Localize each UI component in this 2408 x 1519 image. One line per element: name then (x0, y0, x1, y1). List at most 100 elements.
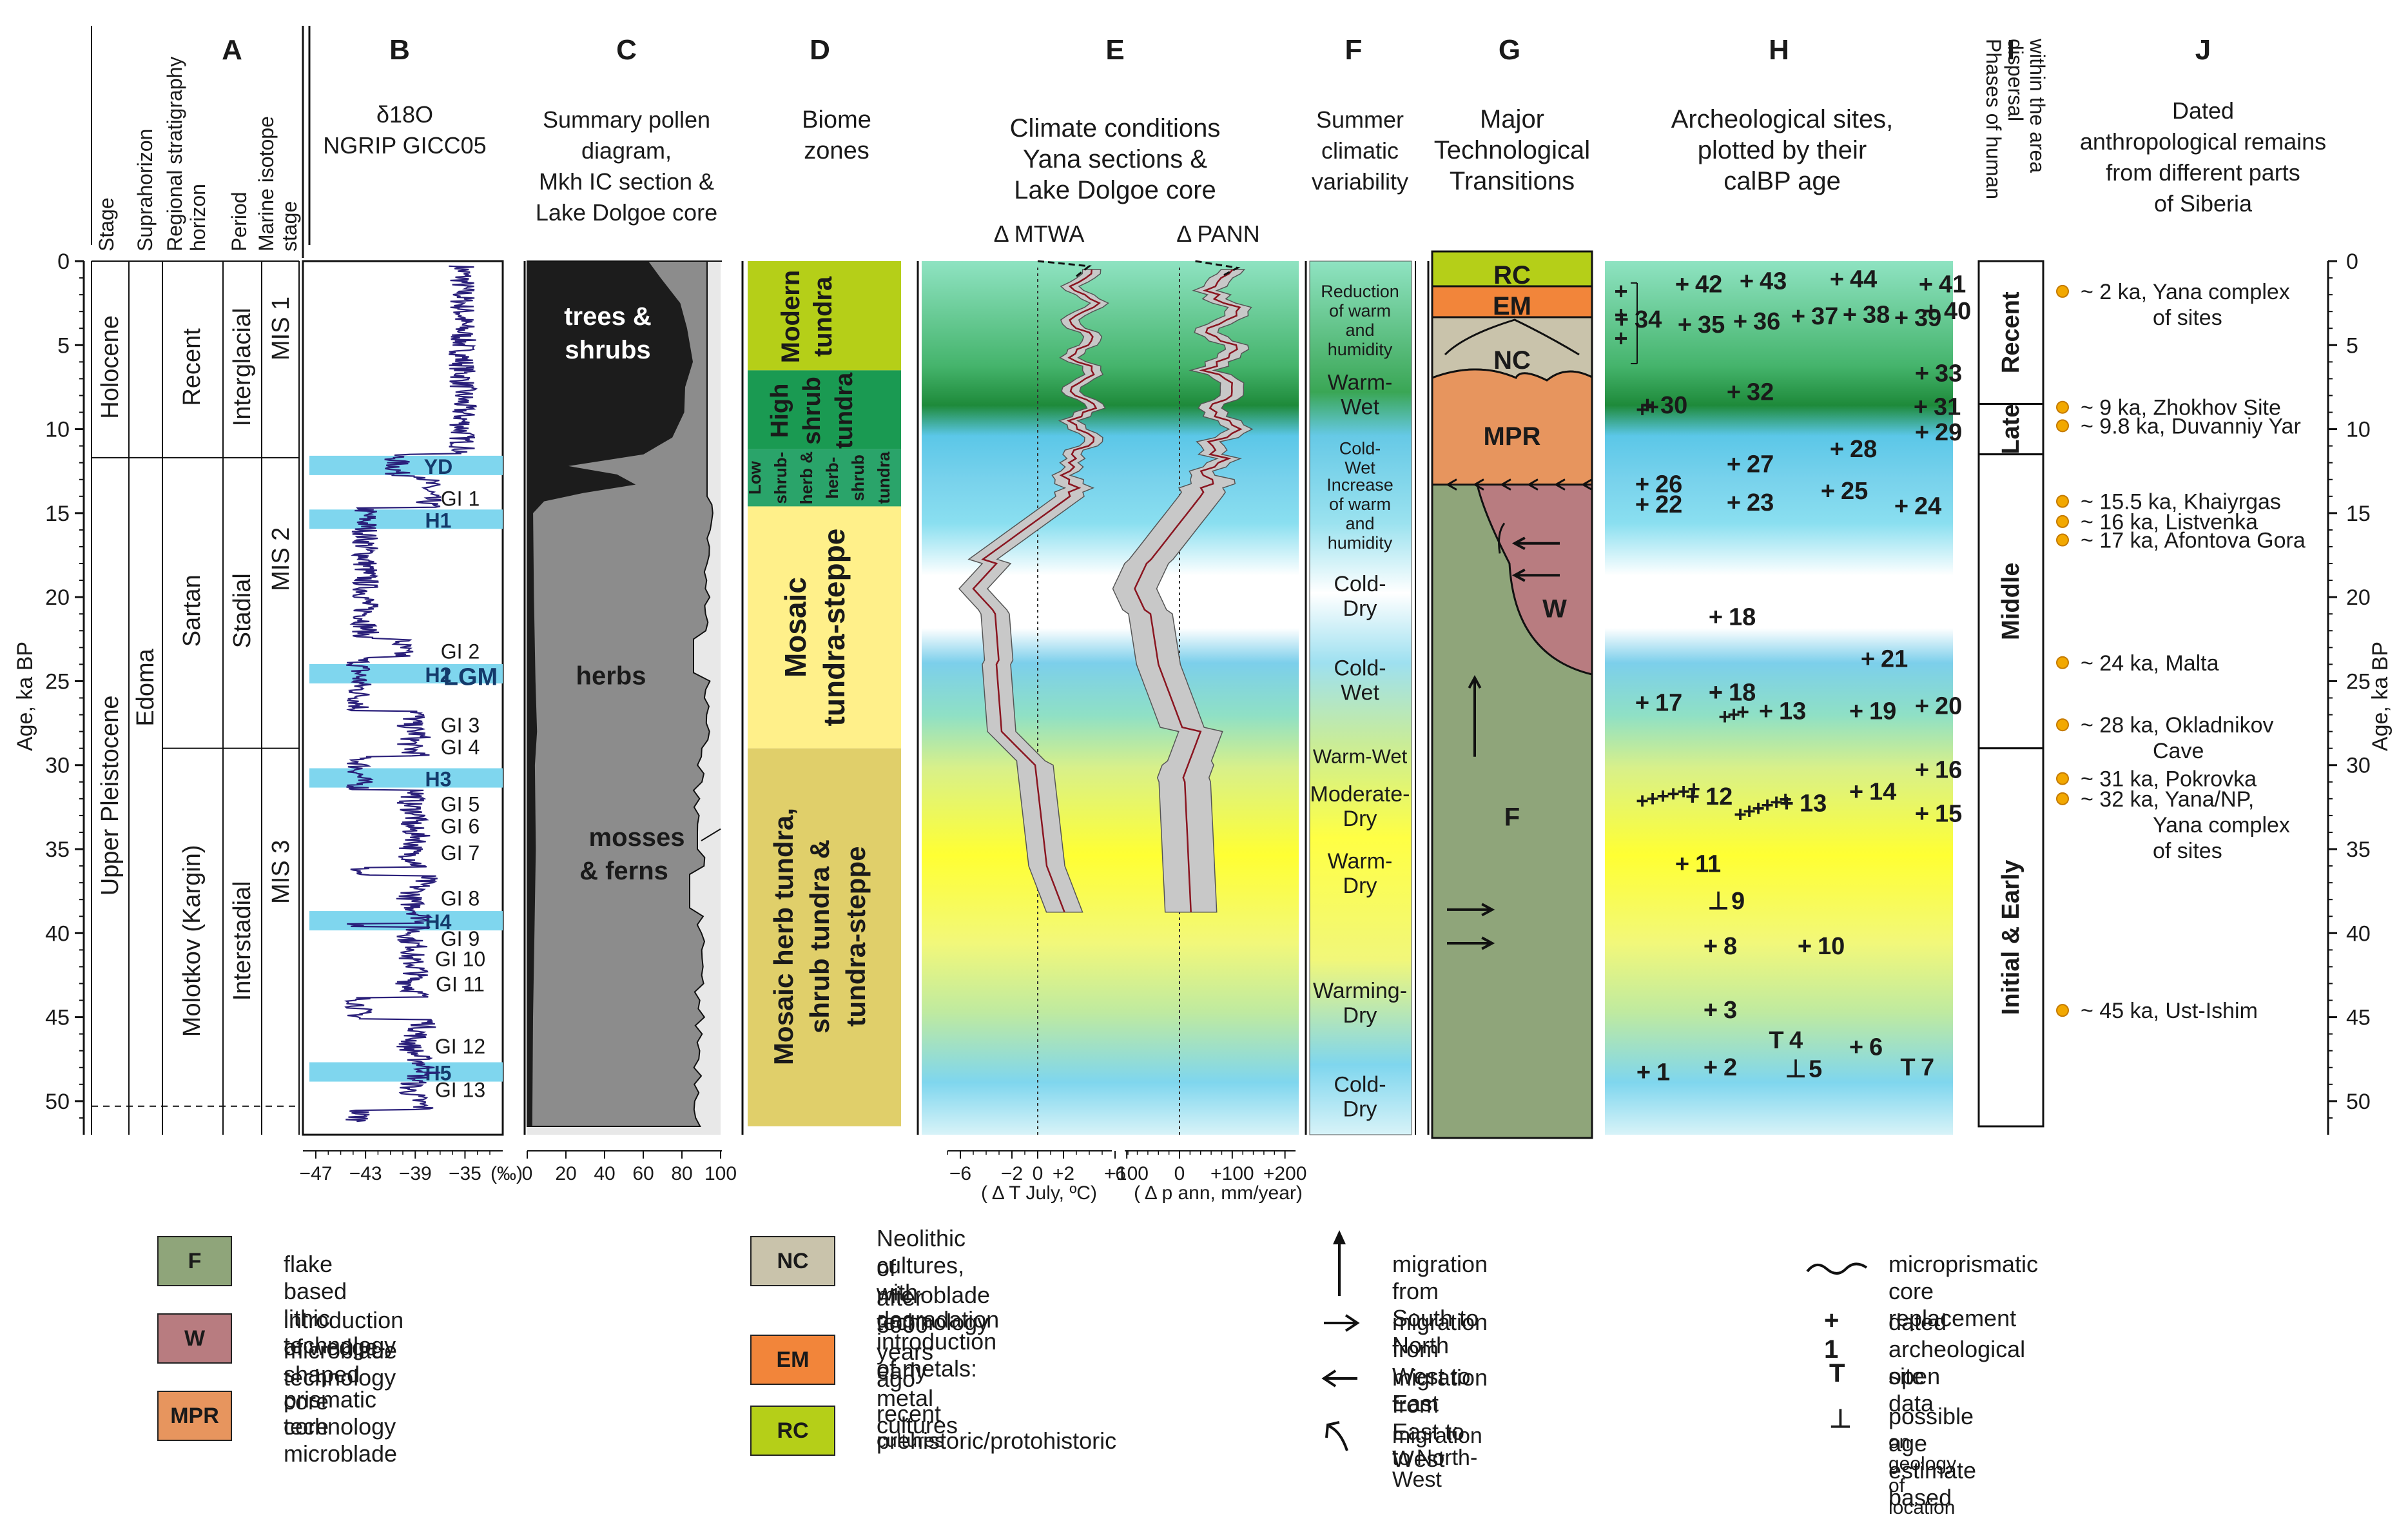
regional-1: Sartan (179, 574, 206, 647)
col-d-zone-label-high-1: shrub (799, 377, 826, 445)
col-g-w (1476, 484, 1593, 676)
site-label-40: 40 (1944, 298, 1971, 325)
col-d-zone-label-mixed-0: Mosaic herb tundra, (768, 808, 799, 1065)
site-cluster-12: + (1636, 789, 1649, 813)
legend-label-possible2: on geology of location (1889, 1431, 1957, 1518)
col-b-gi-label: GI 11 (436, 972, 485, 995)
site-label-3: 3 (1723, 997, 1737, 1024)
site-symbol-25: + (1821, 478, 1835, 505)
col-e-mtwa-dashed (1037, 260, 1092, 277)
site-symbol-34: + (1615, 306, 1629, 333)
col-i-phase-3 (1977, 747, 2044, 1128)
col-d-zone-label-high-0: High (766, 384, 793, 438)
col-g-rc (1431, 250, 1593, 288)
col-f-label-8: Dry (1343, 874, 1377, 898)
site-symbol-5: ⊥ (1785, 1055, 1806, 1083)
col-i-phase-label-0: Recent (1997, 291, 2024, 373)
site-label-19: 19 (1869, 698, 1896, 725)
legend-arrow-icons (1321, 1230, 1360, 1451)
site-label-23: 23 (1747, 489, 1774, 516)
col-g-arrow-east-west-1-head (1511, 536, 1526, 551)
site-label-15: 15 (1935, 800, 1962, 827)
site-label-2: 2 (1723, 1054, 1737, 1081)
col-e-mtwa-tick-label: −2 (1001, 1163, 1023, 1184)
col-g-label-f: F (1504, 803, 1520, 832)
col-e-title-1: Yana sections & (1023, 145, 1207, 173)
col-b-gi-label: GI 5 (441, 793, 480, 816)
site-label-9: 9 (1731, 888, 1745, 915)
col-g-label-rc: RC (1493, 261, 1531, 289)
col-b-gi-label: GI 12 (435, 1035, 485, 1058)
col-b-gi-label: GI 13 (435, 1079, 485, 1102)
col-j-label2-9: Yana complex (2153, 813, 2290, 838)
legend-symbol-open: T (1829, 1359, 1845, 1387)
col-f-title-2: variability (1312, 168, 1408, 195)
site-symbol-14: + (1849, 778, 1863, 805)
right-age-tick-label: 15 (2346, 502, 2371, 526)
site-symbol-13: + (1759, 698, 1773, 725)
col-b-unit: (‰) (490, 1163, 523, 1184)
left-age-tick-label: 10 (45, 418, 70, 442)
col-b-subtitle: NGRIP GICC05 (323, 132, 486, 159)
col-b-band-H5 (309, 1062, 503, 1082)
site-label-10: 10 (1818, 933, 1845, 960)
site-symbol-11: + (1675, 850, 1689, 877)
col-d-zone-label-mixed-1: shrub tundra & (804, 839, 835, 1034)
col-j-label2-0: of sites (2153, 306, 2222, 330)
site-label-36: 36 (1753, 308, 1780, 335)
col-e-pann-tick-label: 0 (1174, 1163, 1185, 1184)
site-symbol-1: + (1636, 1059, 1651, 1086)
col-a-header-0: Stage (95, 197, 118, 251)
site-symbol-23: + (1727, 489, 1741, 516)
col-f-background (1309, 260, 1412, 1135)
col-f-label-6: Warm-Wet (1313, 745, 1408, 768)
col-f-label-3: of warm (1329, 495, 1391, 514)
col-e-mtwa-tick-label: +2 (1053, 1163, 1074, 1184)
col-b-x-tick-label: −35 (449, 1163, 481, 1184)
site-symbol-13: + (1780, 790, 1794, 818)
site-cluster-30: + (1636, 397, 1649, 422)
col-d-zone-1 (748, 370, 901, 449)
site-symbol-8: + (1704, 933, 1718, 960)
col-c-title-0: Summary pollen (543, 106, 710, 133)
col-j-label-0: ~ 2 ka, Yana complex (2081, 280, 2290, 304)
site-cluster-12: + (1677, 779, 1690, 804)
site-label-33: 33 (1935, 360, 1962, 387)
col-d-zone-2 (748, 449, 901, 507)
col-f-label-4: Dry (1343, 596, 1377, 621)
col-e-pann-unit: ( Δ p ann, mm/year) (1134, 1182, 1303, 1204)
column-letter-A: A (222, 34, 242, 66)
col-d-zone-3 (748, 506, 901, 749)
legend-label-mpr: prismatic core microblade (284, 1386, 398, 1467)
col-c-title-3: Lake Dolgoe core (536, 199, 717, 226)
col-g-title-2: Transitions (1450, 167, 1575, 195)
period-0: Interglacial (229, 308, 256, 427)
col-e-mtwa-tick-label: +6 (1104, 1163, 1126, 1184)
site-label-14: 14 (1869, 778, 1896, 805)
col-e-mtwa-curve (972, 269, 1101, 913)
legend-swatch-em: EM (750, 1335, 835, 1385)
col-j-title-0: Dated (2172, 97, 2234, 124)
col-f-label-0: humidity (1328, 340, 1393, 359)
col-j-label-9: ~ 32 ka, Yana/NP, (2081, 787, 2254, 812)
col-c-trees-area (527, 261, 693, 1126)
site-symbol-18: + (1709, 680, 1723, 707)
legend-swatch-rc: RC (750, 1406, 835, 1456)
col-d-zone-label-low-0: Low (745, 460, 764, 495)
col-b-band-label-H1: H1 (425, 509, 452, 532)
col-d-zone-label-low-4: shrub (848, 455, 868, 501)
site-cluster-13: + (1752, 796, 1765, 821)
site-symbol-12: + (1685, 783, 1700, 810)
col-f-label-7: Moderate- (1310, 782, 1410, 807)
legend-label-mig-ew: migration from East to West (1392, 1364, 1488, 1472)
site-symbol-29: + (1915, 419, 1929, 446)
col-j-dot-9 (2056, 792, 2069, 805)
left-age-tick-label: 25 (45, 669, 70, 694)
col-g-label-mpr: MPR (1484, 422, 1541, 451)
site-cluster-13a: + (1736, 700, 1749, 724)
site-label-31: 31 (1934, 394, 1961, 421)
site-symbol-41: + (1919, 271, 1933, 298)
site-cluster-12: + (1667, 782, 1680, 807)
col-c-label-herbs: herbs (576, 662, 646, 691)
site-label-12: 12 (1705, 783, 1733, 810)
